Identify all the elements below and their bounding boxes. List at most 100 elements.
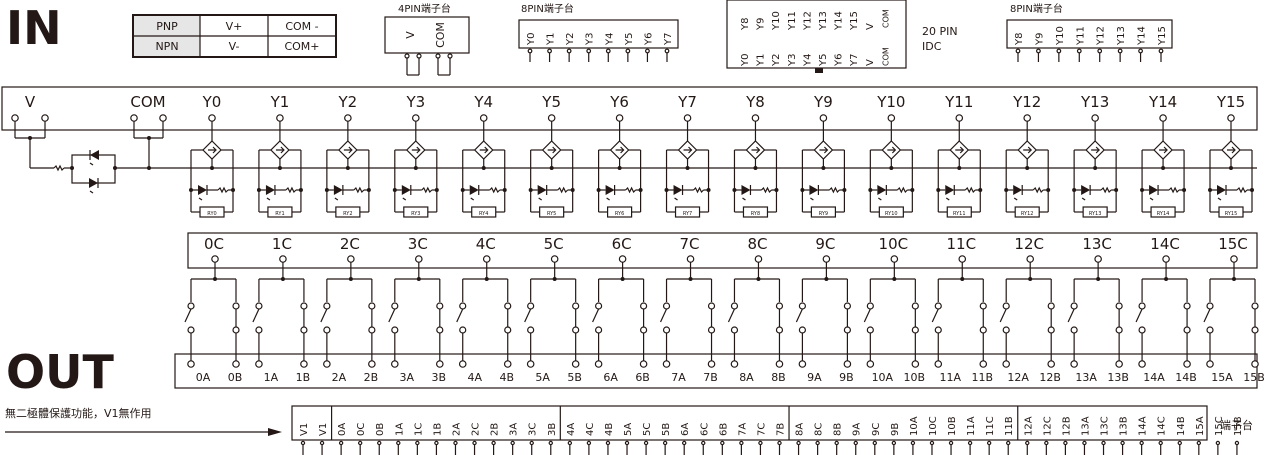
terminal-b-label: 7B [703,371,718,384]
relay-label: RY6 [615,211,624,217]
led-ray [1217,197,1222,201]
pin-label: Y5 [818,54,829,67]
terminal-b [707,360,716,368]
strip-pin-circle [1158,440,1163,446]
contact-circle [1115,302,1123,310]
strip-pin-label: 1C [413,423,424,436]
arrow-icon [819,146,829,154]
contact-circle [911,326,919,334]
strip-pin-circle [1139,440,1144,446]
idc-label: IDC [922,40,942,53]
terminal-a-label: 2A [332,371,347,384]
switch-blade-no [659,308,668,323]
junction-dot [549,166,554,170]
input-label-y10: Y10 [876,93,905,111]
terminal-b [368,360,376,368]
terminal-a [1070,360,1078,368]
relay-coil [810,206,837,218]
common-terminal [482,255,491,263]
relay-label: RY4 [479,211,488,217]
contact-circle [1002,326,1010,334]
pin-label: COM [881,9,890,28]
contact-circle [368,302,376,310]
common-label: 9C [815,235,835,253]
resistor-icon [489,186,501,194]
connector-8pin-a [518,19,679,49]
mode-type: PNP [156,20,178,33]
pin-label: Y11 [787,11,798,31]
terminal-strip [291,405,1208,441]
connector-8pin-a-label: 8PIN端子台 [521,2,574,15]
strip-pin-circle [929,440,935,446]
led-ray [334,197,339,201]
relay-coil [606,206,633,218]
terminal-a [458,360,467,368]
led-icon [741,185,751,195]
terminal-b-label: 3B [432,371,447,384]
pin-circle [527,48,533,54]
relay-coil [1082,206,1108,218]
input-bus-box [1,86,1258,131]
terminal-a [730,360,739,368]
terminal-a-label: 1A [264,371,279,384]
terminal-b [1115,360,1123,368]
relay-coil [1150,206,1176,218]
strip-pin-circle [396,440,401,446]
strip-pin-label: 3C [528,423,539,436]
input-label-y1: Y1 [270,93,290,111]
contact-circle [1138,326,1146,334]
relay-label: RY9 [819,211,828,217]
strip-pin-label: 6C [699,423,710,436]
contact-circle [639,326,648,334]
contact-circle [866,302,874,310]
terminal-b [435,360,444,368]
strip-pin-label: 5B [661,423,672,436]
arrow-icon [411,146,421,154]
contact-circle [707,326,716,334]
strip-pin-circle [720,440,725,446]
input-terminal-y11 [955,114,964,122]
relay-label: RY15 [1225,211,1238,217]
led-ray [878,197,882,201]
switch-blade-no [727,308,736,323]
led-icon [605,185,615,195]
contact-circle [459,326,467,334]
input-terminal-y12 [1023,114,1031,122]
strip-pin-label: 6B [718,423,729,436]
relay-coil [335,206,361,218]
terminal-b-label: 11B [971,371,993,384]
junction-dot [1025,166,1030,170]
input-label-y7: Y7 [677,93,697,111]
pin-label: Y2 [771,54,782,67]
resistor-icon [217,186,229,194]
relay-label: RY14 [1157,211,1170,217]
pin-label: Y14 [834,11,845,31]
strip-pin-label: 4C [585,423,596,436]
terminal-a [255,360,263,368]
input-terminal-y8 [751,114,760,122]
terminal-a-label: 4A [467,371,482,384]
terminal-b-label: 6B [635,371,650,384]
relay-label: RY12 [1021,211,1034,217]
common-label: 3C [408,235,428,253]
arrow-icon [751,146,761,154]
junction-dot [1093,166,1098,170]
input-label-y5: Y5 [541,93,561,111]
input-terminal-y7 [683,114,692,122]
resistor-icon [53,164,65,172]
strip-pin-label: 15A [1195,416,1206,436]
relay-coil [267,206,293,218]
pin-label: Y13 [818,11,829,31]
pin-circle [605,48,611,54]
contact-circle [979,302,987,310]
common-label: 4C [476,235,496,253]
switch-blade-no [456,308,464,323]
resistor-icon [1032,186,1044,194]
led-icon [945,185,955,195]
relay-coil [946,206,972,218]
led-icon [809,185,819,195]
pin-label: Y1 [546,33,557,46]
strip-pin-circle [872,440,878,446]
strip-pin-circle [510,440,515,446]
pin-circle [1056,48,1062,54]
